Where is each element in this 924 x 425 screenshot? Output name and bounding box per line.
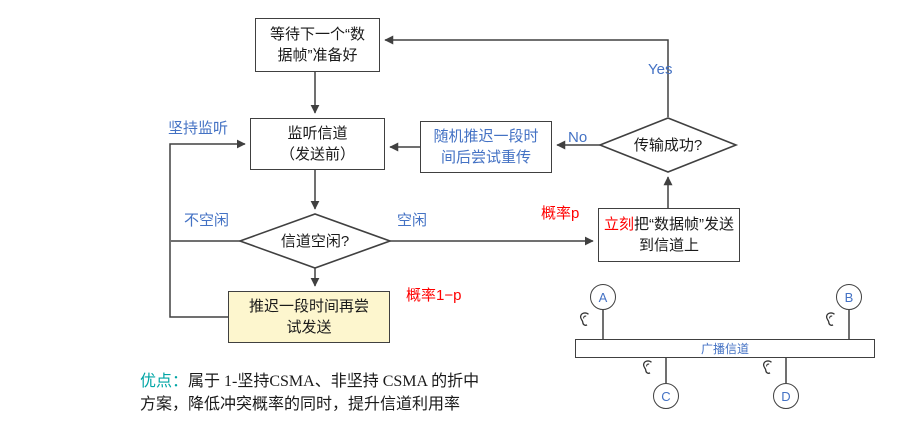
advantage-note-highlight: 优点： <box>140 373 189 390</box>
advantage-note-line2: 方案，降低冲突概率的同时，提升信道利用率 <box>140 396 461 413</box>
success-diamond-label: 传输成功? <box>633 137 703 154</box>
success-diamond-shape <box>597 117 739 173</box>
advantage-note-line1-rest: 属于 1-坚持CSMA、非坚持 CSMA 的折中 <box>188 373 480 390</box>
idle-diamond-label: 信道空闲? <box>280 233 350 250</box>
station-b: B <box>836 284 862 310</box>
defer-retry-box: 推迟一段时间再尝 试发送 <box>228 291 390 343</box>
ear-icon <box>578 311 591 328</box>
ear-icon <box>761 359 774 376</box>
idle-label: 空闲 <box>397 212 428 229</box>
station-a-label: A <box>598 289 608 305</box>
listen-channel-box: 监听信道 （发送前） <box>250 118 385 170</box>
station-a: A <box>590 284 616 310</box>
send-immediately-box: 立刻把“数据帧”发送到信道上 <box>598 208 740 262</box>
idle-diamond-shape <box>237 213 393 269</box>
probability-1p-label: 概率1−p <box>406 287 462 304</box>
busy-label: 不空闲 <box>184 212 230 229</box>
yes-label: Yes <box>648 61 673 78</box>
listen-channel-text: 监听信道 （发送前） <box>279 125 355 163</box>
wait-frame-box: 等待下一个“数 据帧”准备好 <box>255 18 380 72</box>
ear-icon <box>641 359 654 376</box>
random-backoff-text: 随机推迟一段时 间后尝试重传 <box>433 128 539 166</box>
random-backoff-box: 随机推迟一段时 间后尝试重传 <box>420 121 552 173</box>
wait-frame-text: 等待下一个“数 据帧”准备好 <box>270 26 365 64</box>
send-immediately-text: 立刻把“数据帧”发送到信道上 <box>599 214 739 256</box>
station-d: D <box>773 383 799 409</box>
station-c: C <box>653 383 679 409</box>
arrow-success-to-wait <box>384 35 669 117</box>
broadcast-bus-label: 广播信道 <box>700 342 749 356</box>
broadcast-bus: 广播信道 <box>575 339 875 358</box>
send-immediately-rest: 把“数据帧”发送到信道上 <box>634 216 734 254</box>
probability-p-label: 概率p <box>541 205 580 222</box>
no-label: No <box>568 129 588 146</box>
station-d-label: D <box>781 388 791 404</box>
station-c-label: C <box>661 388 671 404</box>
station-b-label: B <box>844 289 854 305</box>
send-immediately-prefix: 立刻 <box>603 216 634 233</box>
defer-retry-text: 推迟一段时间再尝 试发送 <box>248 298 369 336</box>
advantage-note-line1: 优点：属于 1-坚持CSMA、非坚持 CSMA 的折中 <box>140 370 560 393</box>
advantage-note: 优点：属于 1-坚持CSMA、非坚持 CSMA 的折中 方案，降低冲突概率的同时… <box>140 370 560 416</box>
ear-icon <box>824 311 837 328</box>
persist-listen-label: 坚持监听 <box>168 120 229 137</box>
arrow-defer-to-listen <box>169 139 246 318</box>
